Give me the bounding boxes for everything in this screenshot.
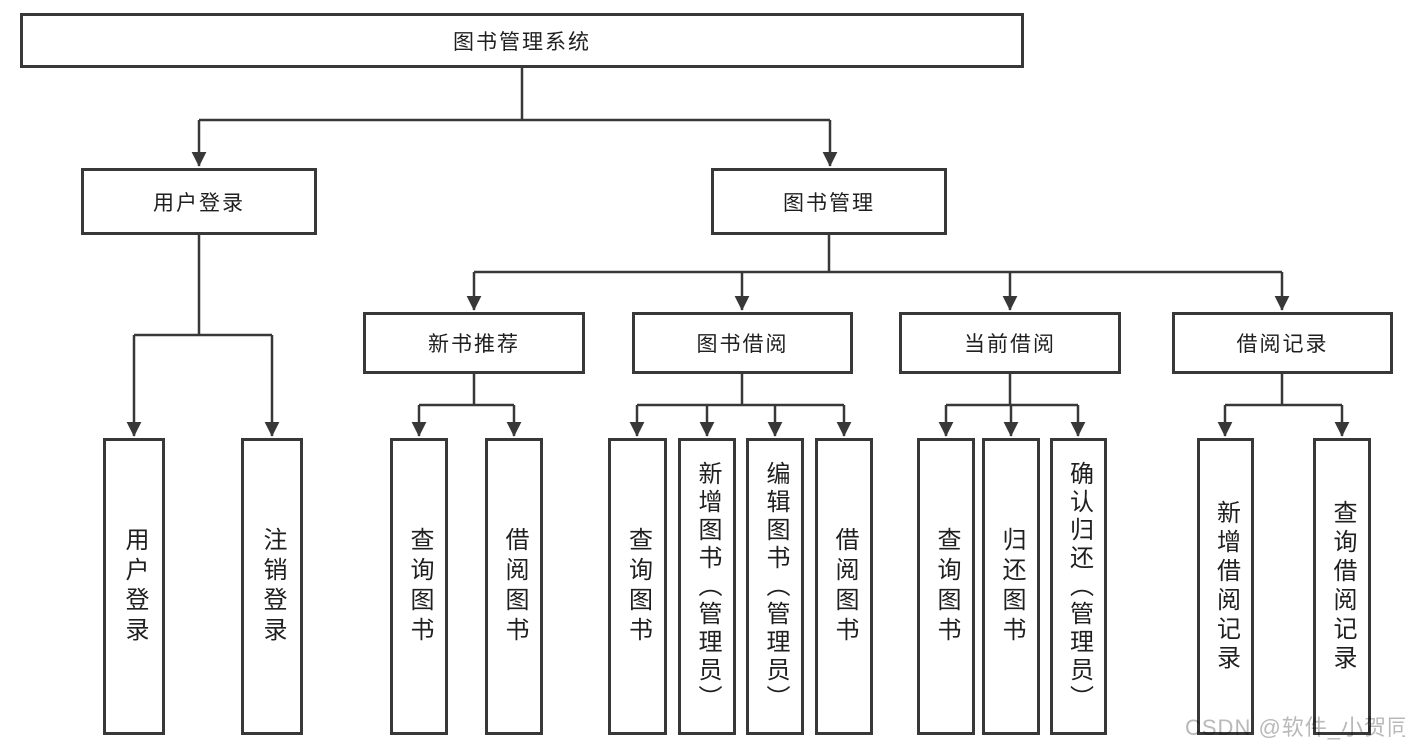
node-user-login: 用户登录 — [81, 168, 317, 235]
leaf-borrow-add-books-admin: 新增图书（管理员） — [678, 438, 736, 735]
leaf-records-add-record: 新增借阅记录 — [1197, 438, 1254, 735]
leaf-borrow-query-books: 查询图书 — [608, 438, 667, 735]
leaf-current-return-books: 归还图书 — [982, 438, 1040, 735]
watermark-text: CSDN @软件_小贺同学 — [1185, 715, 1405, 740]
leaf-user-login: 用户登录 — [103, 438, 165, 735]
leaf-borrow-borrow-books: 借阅图书 — [815, 438, 873, 735]
leaf-current-query-books: 查询图书 — [917, 438, 975, 735]
leaf-borrow-edit-books-admin: 编辑图书（管理员） — [746, 438, 804, 735]
leaf-records-query-record: 查询借阅记录 — [1313, 438, 1371, 735]
node-borrow-records: 借阅记录 — [1172, 312, 1393, 374]
node-book-borrow: 图书借阅 — [632, 312, 853, 374]
node-root: 图书管理系统 — [20, 13, 1024, 68]
node-new-book-recommend: 新书推荐 — [363, 312, 585, 374]
leaf-recommend-borrow-books: 借阅图书 — [485, 438, 543, 735]
node-current-borrow: 当前借阅 — [899, 312, 1121, 374]
leaf-recommend-query-books: 查询图书 — [390, 438, 448, 735]
leaf-logout-login: 注销登录 — [241, 438, 303, 735]
node-book-management: 图书管理 — [711, 168, 947, 235]
leaf-current-confirm-return-admin: 确认归还（管理员） — [1050, 438, 1107, 735]
